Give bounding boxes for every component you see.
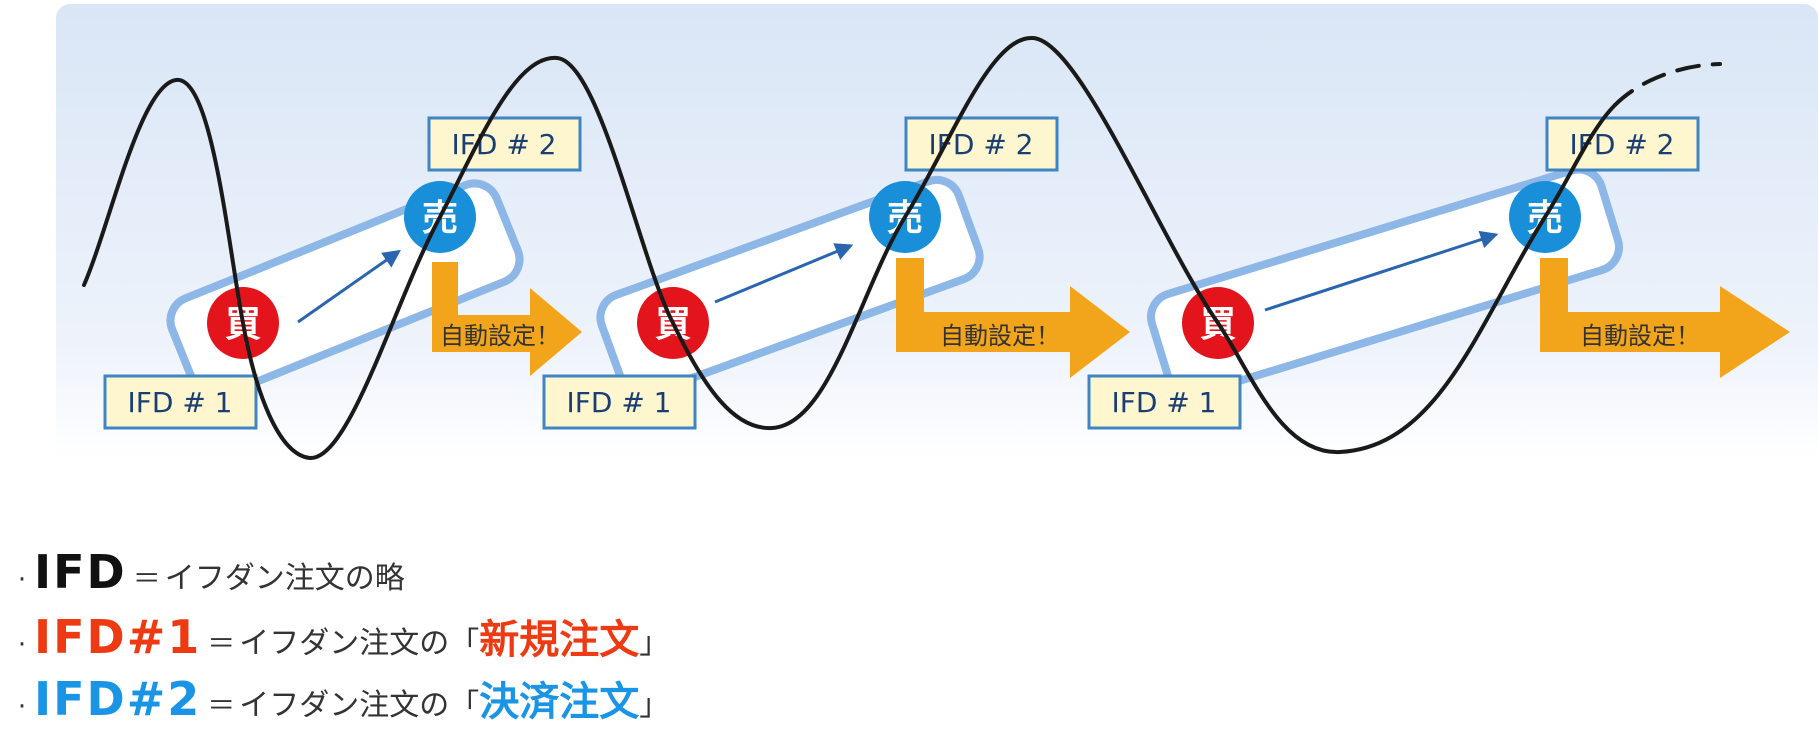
ifd1-label: IFD # 1 — [128, 386, 233, 419]
legend: · IFD ＝ イフダン注文の略 · IFD#1 ＝ イフダン注文の 「 新規注… — [10, 545, 1510, 731]
legend-term: IFD — [34, 545, 127, 599]
price-curve — [82, 35, 1617, 461]
ifd2-label-box — [427, 116, 582, 172]
auto-set-label: 自動設定！ — [440, 322, 560, 350]
legend-highlight: 決済注文 — [479, 679, 640, 725]
legend-equals: ＝ — [207, 627, 236, 660]
ifd-cycle-diagram: 自動設定！ 買 売 IFD # 1 IFD # 2 自動設定！ 買 売 IFD … — [56, 4, 1818, 461]
legend-term: IFD#2 — [34, 672, 202, 726]
legend-term: IFD#1 — [34, 610, 202, 664]
legend-equals: ＝ — [207, 689, 236, 722]
ifd1-label-box — [1087, 374, 1242, 430]
ifd2-label: IFD # 2 — [452, 128, 557, 161]
ifd2-label-box — [904, 116, 1059, 172]
trend-arrow — [297, 249, 401, 324]
open-bracket: 「 — [449, 626, 480, 661]
trade-band — [1147, 165, 1623, 399]
legend-item-ifd2: · IFD#2 ＝ イフダン注文の 「 決済注文 」 — [10, 669, 1510, 731]
auto-set-label: 自動設定！ — [940, 322, 1060, 350]
auto-set-arrow — [432, 262, 582, 376]
legend-desc: イフダン注文の — [239, 688, 450, 723]
open-bracket: 「 — [449, 688, 480, 723]
legend-desc: イフダン注文の — [239, 626, 450, 661]
legend-item-ifd: · IFD ＝ イフダン注文の略 — [10, 545, 1510, 607]
auto-set-label: 自動設定！ — [1580, 322, 1700, 350]
legend-highlight: 新規注文 — [479, 617, 640, 663]
auto-set-arrow — [1540, 258, 1790, 378]
ifd1-label-box — [103, 374, 258, 430]
ifd1-label: IFD # 1 — [567, 386, 672, 419]
bullet: · — [17, 630, 27, 660]
ifd2-label-box — [1545, 116, 1700, 172]
legend-item-ifd1: · IFD#1 ＝ イフダン注文の 「 新規注文 」 — [10, 607, 1510, 669]
close-bracket: 」 — [639, 626, 670, 661]
legend-desc: イフダン注文の略 — [164, 561, 405, 596]
legend-equals: ＝ — [132, 562, 161, 595]
ifd1-label-box — [542, 374, 697, 430]
trend-arrow — [714, 243, 854, 304]
price-curve-projection — [1613, 62, 1722, 107]
ifd1-label: IFD # 1 — [1112, 386, 1217, 419]
bullet: · — [17, 692, 27, 722]
trend-arrow — [1264, 230, 1499, 312]
auto-set-arrow — [896, 258, 1130, 378]
close-bracket: 」 — [639, 688, 670, 723]
bullet: · — [17, 565, 27, 595]
